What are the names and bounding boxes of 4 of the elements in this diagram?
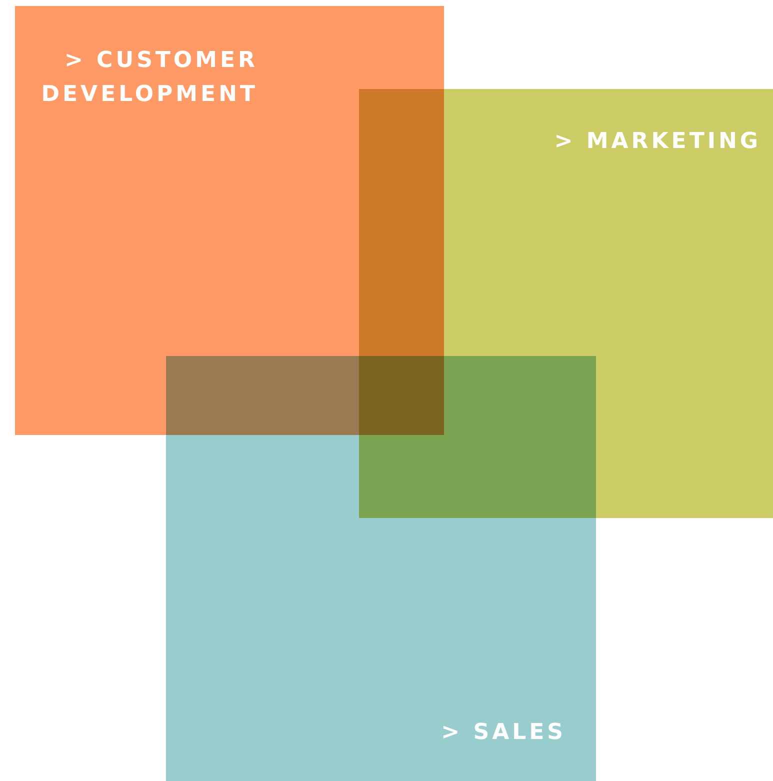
venn-square — [166, 356, 596, 781]
region-label: > MARKETING — [553, 128, 761, 156]
region-label: > SALES — [440, 719, 566, 747]
region-label: > CUSTOMER DEVELOPMENT — [40, 47, 258, 109]
